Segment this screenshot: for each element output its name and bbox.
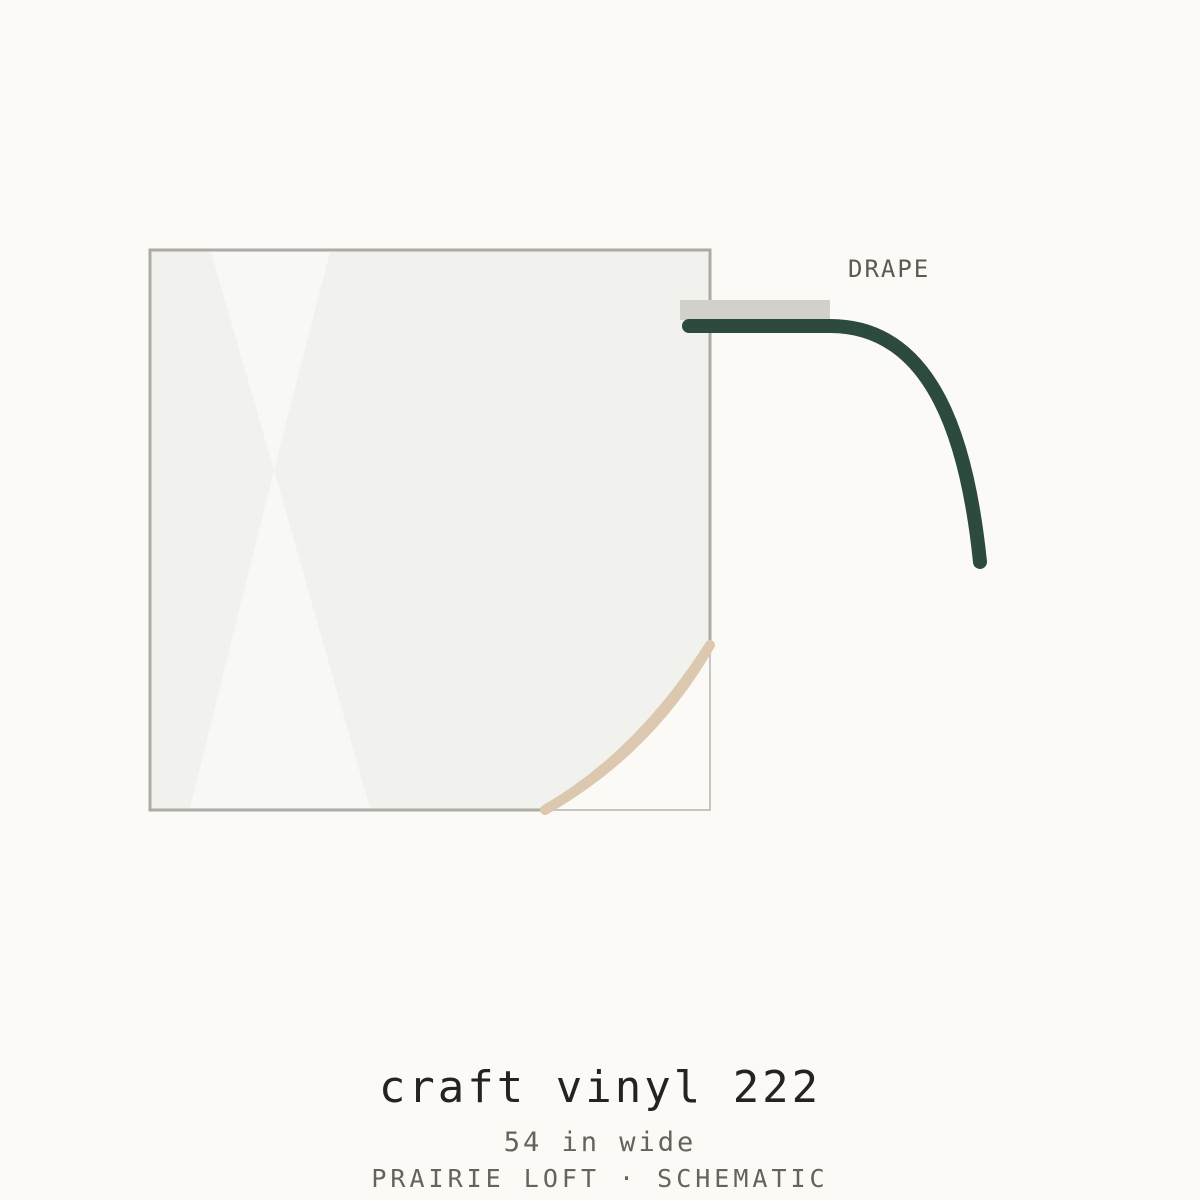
product-name: craft vinyl 222 <box>378 1062 822 1113</box>
drape-curve <box>682 319 987 569</box>
drape-label: DRAPE <box>848 255 931 283</box>
sheen-highlight <box>190 252 370 808</box>
product-width: 54 in wide <box>503 1127 697 1158</box>
peeled-corner-backing <box>540 640 715 815</box>
collection-footer: PRAIRIE LOFT · SCHEMATIC <box>371 1164 829 1193</box>
drape-rod <box>680 300 830 320</box>
